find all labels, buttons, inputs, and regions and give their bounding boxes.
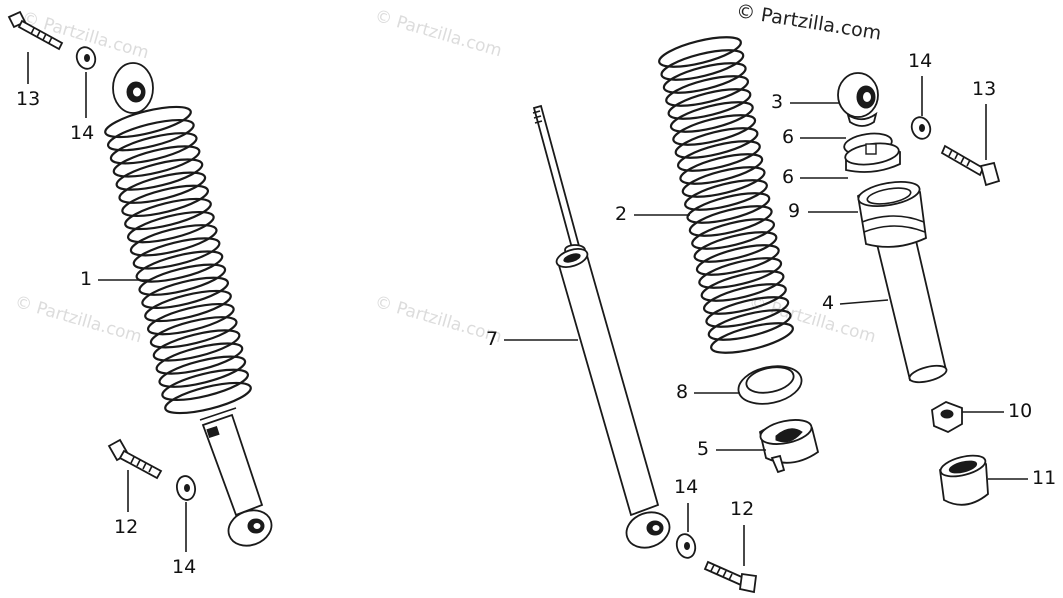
spring-coil: [158, 355, 247, 388]
bolt-12-mid: [703, 560, 758, 594]
callout-3: 3: [771, 91, 784, 113]
spring-coil: [164, 381, 252, 415]
spring-coil: [135, 250, 224, 283]
callout-7: 7: [486, 328, 499, 350]
spring-coil: [660, 49, 745, 81]
spring-coil: [152, 329, 241, 362]
spring-coil: [129, 224, 218, 257]
spring-coil: [686, 192, 771, 224]
callout-10: 10: [1008, 400, 1033, 422]
spring-coil: [155, 342, 244, 375]
spring-coil: [688, 205, 773, 237]
spring-guide-9: [857, 181, 927, 248]
callout-1: 1: [80, 268, 93, 290]
bolt-13-right: [940, 144, 1001, 187]
spring-coil: [124, 197, 212, 231]
spring-coil: [691, 218, 776, 250]
callout-13-right: 13: [972, 78, 997, 100]
spring-coil: [132, 237, 221, 270]
callout-5: 5: [697, 438, 710, 460]
spring-coil: [679, 153, 764, 185]
spring-collar-6-lower: [844, 142, 901, 173]
spring-coil: [144, 289, 232, 323]
spring-coil: [106, 118, 195, 152]
spring-coil: [115, 158, 204, 191]
callout-14-top-right: 14: [908, 50, 933, 72]
washer-14-top-right: [910, 116, 932, 140]
spring-coil: [676, 140, 761, 172]
spring-coil: [695, 244, 780, 276]
spring-coil: [667, 88, 752, 120]
spring-coil: [672, 114, 757, 146]
callout-14-bottom-left: 14: [172, 556, 197, 578]
callout-2: 2: [615, 203, 628, 225]
spring-adjuster-5: [758, 419, 820, 474]
callout-14-top-left: 14: [70, 122, 95, 144]
nut-10: [931, 401, 963, 434]
washer-14-bottom-mid: [675, 533, 697, 559]
spring-coil: [693, 231, 778, 263]
spring-seat-8: [737, 365, 803, 405]
damper-unit: [532, 104, 671, 549]
spring-coil: [118, 171, 207, 204]
spring-coil: [705, 296, 790, 328]
upper-bushing-3: [837, 72, 879, 127]
spring-coil: [141, 276, 230, 310]
spring-coil: [121, 184, 210, 218]
spring-coil: [665, 75, 750, 107]
shock-absorber-assembly: [104, 62, 273, 547]
spring-coil: [112, 145, 201, 178]
callout-6-upper: 6: [782, 126, 795, 148]
bolt-12-left: [107, 438, 163, 480]
leader-lines: [27, 52, 1028, 566]
callout-9: 9: [788, 200, 801, 222]
callout-14-bottom-mid: 14: [674, 476, 699, 498]
bolt-13-left: [7, 10, 64, 51]
spring-coil: [698, 257, 783, 289]
spring-coil: [669, 101, 754, 133]
spring-coil: [700, 270, 785, 302]
spring-coil: [681, 166, 766, 198]
washer-14-top-left: [75, 46, 97, 70]
callout-6-lower: 6: [782, 166, 795, 188]
spring-coil: [707, 309, 792, 341]
callout-13-left: 13: [16, 88, 41, 110]
callout-11: 11: [1032, 467, 1057, 489]
callout-12-bottom-mid: 12: [730, 498, 755, 520]
bushing-11: [939, 454, 989, 506]
spring-coil: [674, 127, 759, 159]
spring-coil: [161, 368, 250, 402]
callout-4: 4: [822, 292, 835, 314]
spring-coil: [710, 322, 794, 354]
spring-coil: [702, 283, 787, 315]
spring-coil: [146, 302, 235, 336]
spring-coil: [684, 179, 768, 211]
dust-cover-4: [874, 230, 948, 384]
spring-coil: [149, 316, 238, 349]
washer-14-bottom-left: [175, 475, 197, 501]
spring-coil: [138, 263, 227, 296]
spring-coil: [662, 62, 747, 94]
spring: [658, 36, 794, 354]
callout-12-left: 12: [114, 516, 139, 538]
spring-coil: [126, 210, 215, 244]
spring-coil: [104, 105, 192, 139]
spring-coil: [658, 36, 742, 68]
callout-8: 8: [676, 381, 689, 403]
spring-coil: [109, 132, 198, 165]
